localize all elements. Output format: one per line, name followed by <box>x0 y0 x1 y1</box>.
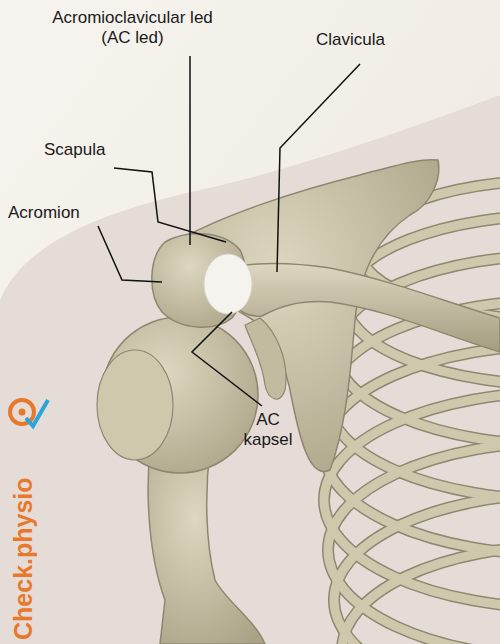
logo-icon <box>10 400 48 426</box>
part-label: Acromioclavicular led (AC led) <box>40 8 225 48</box>
watermark: Check.physio <box>8 477 38 640</box>
part-label: Clavicula <box>316 30 426 50</box>
ac-capsule <box>204 254 252 314</box>
part-label: AC kapsel <box>234 410 302 450</box>
leader-lines <box>98 56 360 406</box>
part-label: Scapula <box>44 140 124 160</box>
coracoid <box>245 318 286 399</box>
part-label: Acromion <box>8 203 108 223</box>
humerus <box>97 317 265 644</box>
